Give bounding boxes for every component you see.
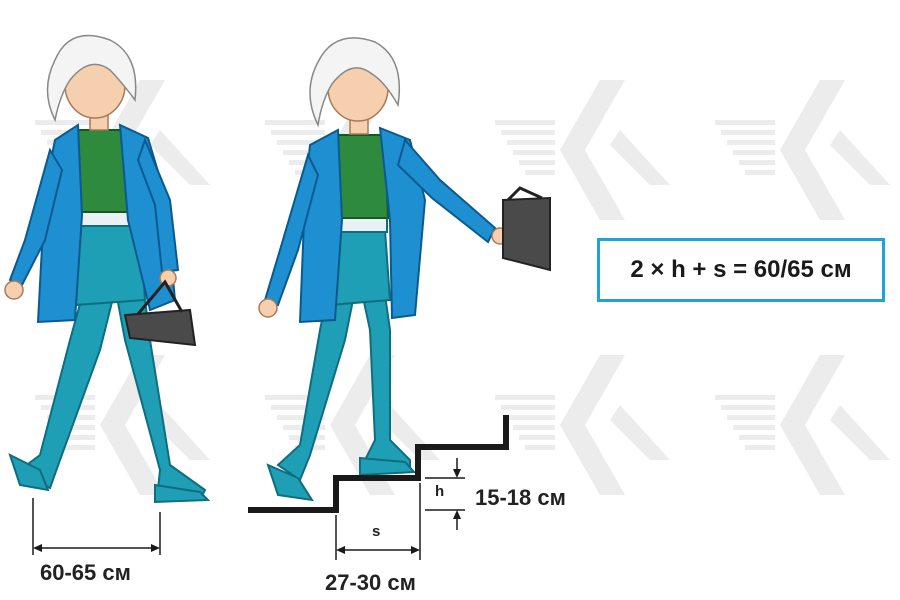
k-chevron-watermark-icon [495,355,670,495]
h-symbol-label: h [435,483,445,500]
step-height-label: 15-18 см [475,485,566,510]
s-symbol-label: s [372,523,381,540]
k-chevron-watermark-icon [495,80,670,220]
stride-dimension [32,498,161,555]
k-chevron-watermark-icon [715,355,890,495]
step-depth-dimension [335,483,421,560]
step-depth-label: 27-30 см [325,570,416,595]
formula-box: 2 × h + s = 60/65 см [597,238,885,302]
stride-label: 60-65 см [40,560,131,585]
k-chevron-watermark-icon [715,80,890,220]
formula-text: 2 × h + s = 60/65 см [630,256,852,283]
woman-walking-flat [4,34,211,504]
stairs-profile [248,415,509,513]
step-height-dimension [425,458,465,530]
watermark-layer [35,80,890,495]
woman-climbing-stairs [258,37,551,502]
